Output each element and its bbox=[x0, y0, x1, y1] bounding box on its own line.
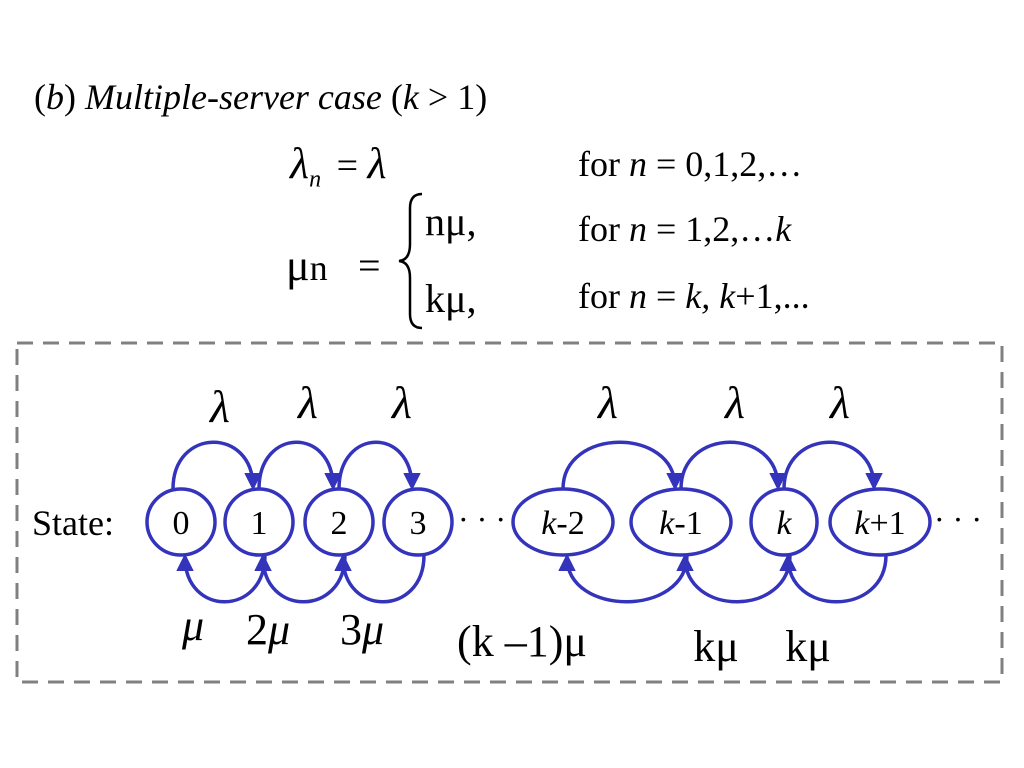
dashed-border bbox=[15, 341, 1004, 684]
heading-case-name: Multiple-server case bbox=[85, 77, 382, 117]
mu-case2-value: kμ, bbox=[425, 276, 477, 321]
condition-line-2: for n = 1,2,…k bbox=[578, 208, 791, 250]
mu-lhs-group: μn bbox=[286, 240, 328, 291]
service-rate-label-1: 2μ bbox=[246, 605, 290, 654]
service-rate-label-5: kμ bbox=[785, 622, 831, 671]
lambda-lhs: λ bbox=[290, 139, 310, 188]
cond3-v1: k, bbox=[685, 276, 711, 316]
heading-part-letter: b bbox=[46, 77, 64, 117]
arrival-arrow-0 bbox=[171, 440, 262, 491]
cond2-end-var: k bbox=[775, 209, 792, 249]
piecewise-brace bbox=[398, 192, 423, 330]
state-label: State: bbox=[32, 503, 114, 543]
cond2-var: n bbox=[628, 209, 647, 249]
heading-cond-var: k bbox=[402, 77, 419, 117]
mu-equals: = bbox=[358, 243, 381, 288]
cond3-var: n bbox=[628, 276, 647, 316]
cond3-rest: +1,... bbox=[735, 276, 810, 316]
arrival-arrow-1 bbox=[257, 440, 342, 491]
state-node-label-5: k-1 bbox=[659, 505, 702, 542]
mu-case1-value: nμ, bbox=[425, 199, 477, 244]
ellipsis-middle: · · · bbox=[458, 501, 506, 537]
state-node-label-0: 0 bbox=[173, 505, 190, 542]
cond1-var: n bbox=[628, 144, 647, 184]
service-rate-label-2: 3μ bbox=[340, 605, 384, 654]
state-node-label-3: 3 bbox=[410, 505, 427, 542]
arrival-rate-label-2: λ bbox=[390, 377, 412, 428]
condition-line-3: for n = k, k+1,... bbox=[578, 275, 810, 317]
arrival-rate-label-3: λ bbox=[596, 377, 618, 428]
arrival-rate-label-4: λ bbox=[723, 377, 745, 428]
service-arrow-0 bbox=[176, 553, 267, 604]
arrival-arrow-4 bbox=[679, 440, 787, 491]
section-heading: (b) Multiple-server case (k > 1) bbox=[34, 76, 487, 118]
state-node-label-2: 2 bbox=[331, 505, 348, 542]
service-arrow-2 bbox=[334, 553, 426, 604]
cond2-for: for bbox=[578, 209, 629, 249]
service-arrow-1 bbox=[254, 553, 347, 604]
service-arrow-5 bbox=[779, 553, 888, 604]
arrival-rate-label-0: λ bbox=[208, 381, 230, 432]
cond2-values: = 1,2,… bbox=[646, 209, 776, 249]
lambda-subscript: n bbox=[309, 166, 322, 193]
cond1-for: for bbox=[578, 144, 629, 184]
heading-cond-open: ( bbox=[381, 77, 403, 117]
state-node-label-6: k bbox=[776, 505, 792, 542]
state-node-label-1: 1 bbox=[251, 505, 268, 542]
state-node-label-4: k-2 bbox=[541, 505, 584, 542]
lambda-equation: λn = λ bbox=[290, 138, 387, 194]
cond1-values: = 0,1,2,… bbox=[646, 144, 803, 184]
cond3-eq: = bbox=[646, 276, 686, 316]
service-arrow-4 bbox=[676, 553, 792, 604]
mu-subscript: n bbox=[309, 248, 328, 288]
arrival-arrow-2 bbox=[337, 440, 421, 491]
condition-line-1: for n = 0,1,2,… bbox=[578, 143, 802, 185]
service-rate-label-3: (k –1)μ bbox=[457, 617, 587, 666]
lambda-rhs: λ bbox=[367, 139, 387, 188]
cond3-for: for bbox=[578, 276, 629, 316]
service-rate-label-0: μ bbox=[181, 601, 204, 650]
state-node-label-7: k+1 bbox=[854, 505, 905, 542]
lambda-equals: = bbox=[336, 145, 358, 187]
arrival-rate-label-5: λ bbox=[828, 377, 850, 428]
cond3-v2: k bbox=[719, 276, 736, 316]
arrival-arrow-3 bbox=[561, 440, 684, 491]
arrival-rate-label-1: λ bbox=[296, 377, 318, 428]
heading-open-paren: ( bbox=[34, 77, 46, 117]
arrival-arrow-5 bbox=[782, 440, 883, 491]
mu-lhs: μ bbox=[286, 241, 310, 290]
service-arrow-3 bbox=[558, 553, 689, 604]
service-rate-label-4: kμ bbox=[693, 622, 739, 671]
heading-cond-rest: > 1) bbox=[418, 77, 488, 117]
heading-close-paren: ) bbox=[64, 77, 85, 117]
ellipsis-end: · · · bbox=[934, 501, 982, 537]
